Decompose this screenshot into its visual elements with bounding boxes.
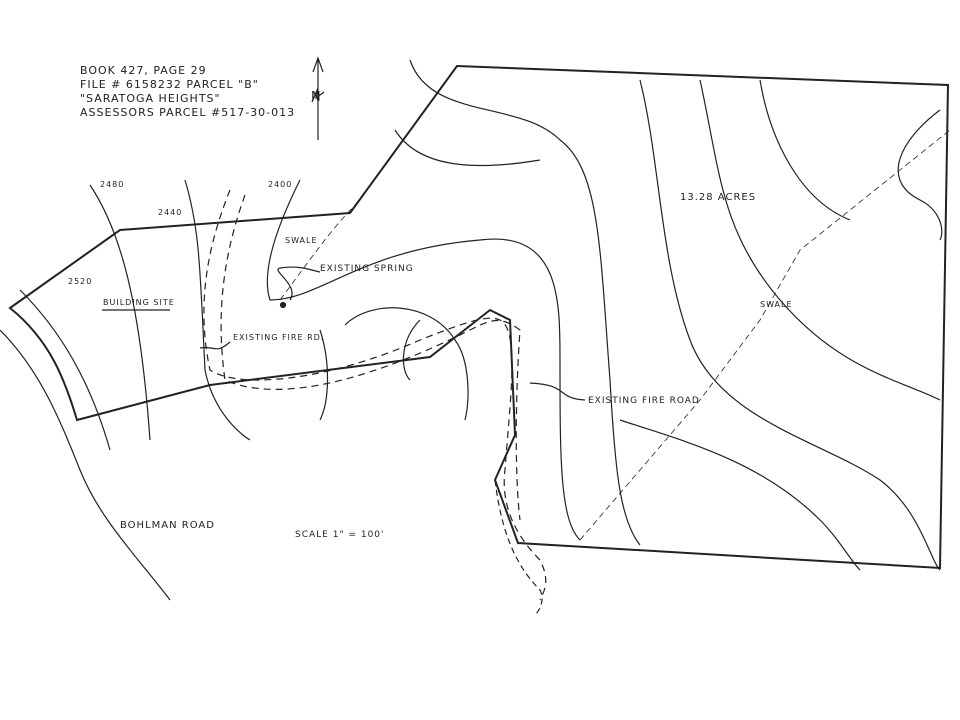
header-subdivision: "SARATOGA HEIGHTS"	[80, 92, 221, 105]
header-book: BOOK 427, PAGE 29	[80, 64, 207, 77]
fire-road-dashed-2	[220, 194, 521, 521]
swale-line-right	[579, 129, 951, 541]
spring-label: EXISTING SPRING	[320, 264, 414, 274]
contour-label: 2440	[158, 208, 183, 217]
swale-label-left: SWALE	[285, 236, 318, 245]
bohlman-road-edge	[494, 479, 543, 616]
contour-label: 2520	[68, 277, 93, 286]
scale-label: SCALE 1" = 100'	[295, 530, 385, 540]
fire-road-dashed	[203, 189, 547, 601]
header-file: FILE # 6158232 PARCEL "B"	[80, 78, 259, 91]
road-label: BOHLMAN ROAD	[120, 520, 215, 531]
north-label: N	[311, 90, 322, 105]
fire-road-leader	[529, 382, 586, 401]
acreage-label: 13.28 ACRES	[680, 192, 757, 203]
spring-marker	[279, 301, 287, 309]
contour-label: 2480	[100, 180, 125, 189]
contour-lines	[0, 59, 943, 601]
property-boundary	[8, 64, 950, 570]
fire-rd-leader	[199, 341, 231, 350]
fire-rd-label: EXISTING FIRE RD.	[233, 333, 325, 342]
fire-road-label: EXISTING FIRE ROAD	[588, 396, 700, 406]
contour-label: 2400	[268, 180, 293, 189]
building-site-label: BUILDING SITE	[103, 298, 175, 307]
header-apn: ASSESSORS PARCEL #517-30-013	[80, 106, 296, 119]
spring-leader	[277, 266, 321, 301]
swale-label-right: SWALE	[760, 300, 793, 309]
swale-line-left	[279, 199, 361, 301]
north-arrow	[311, 56, 325, 140]
